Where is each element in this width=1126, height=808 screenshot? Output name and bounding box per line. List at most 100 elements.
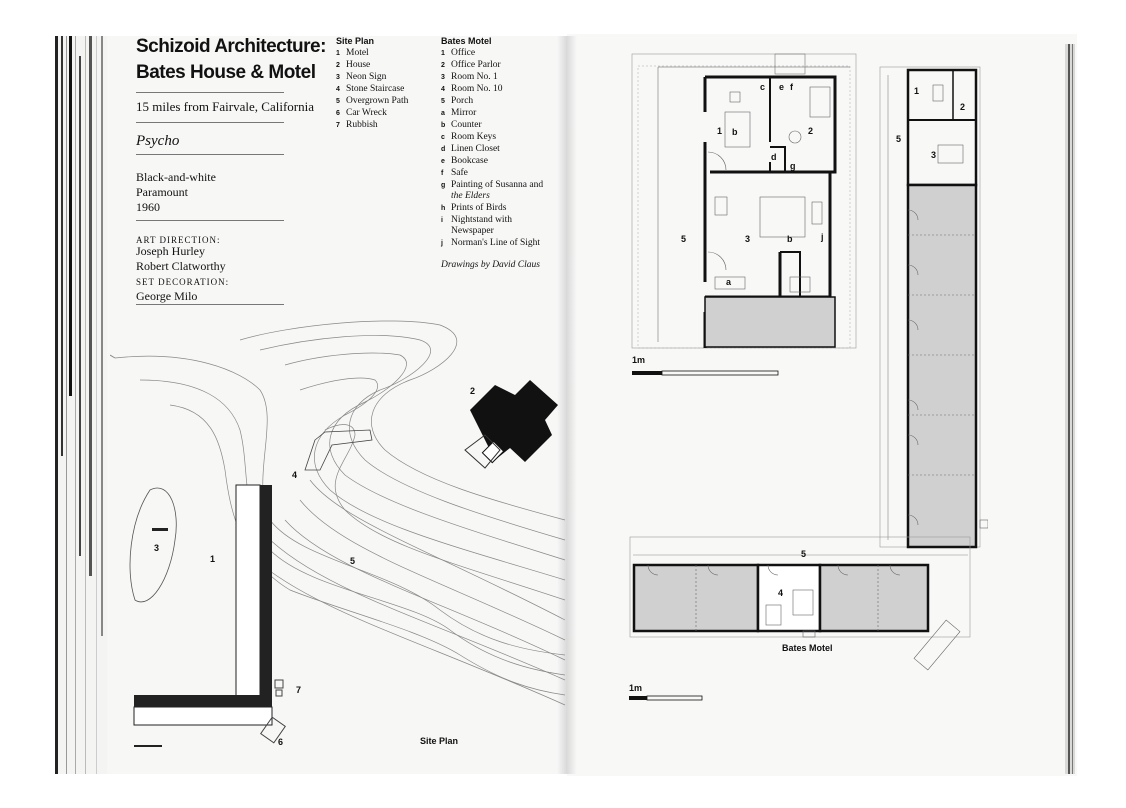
divider bbox=[136, 122, 284, 123]
item-label: House bbox=[346, 60, 371, 70]
bates-motel-caption: Bates Motel bbox=[782, 643, 833, 653]
item-number: 2 bbox=[441, 62, 445, 69]
list-item: 1 Motel bbox=[336, 47, 369, 60]
item-label: Safe bbox=[451, 168, 468, 178]
scale-label: 1m bbox=[632, 355, 646, 365]
site-label: 6 bbox=[278, 737, 284, 747]
film-format: Black-and-white bbox=[136, 170, 216, 184]
item-number: 5 bbox=[336, 98, 340, 105]
item-number: 3 bbox=[336, 74, 340, 81]
plan-label: 2 bbox=[808, 126, 814, 136]
item-number: i bbox=[441, 217, 443, 224]
plan-label: 5 bbox=[896, 134, 902, 144]
item-label: Counter bbox=[451, 120, 482, 130]
location-text: 15 miles from Fairvale, California bbox=[136, 99, 314, 114]
item-number: 4 bbox=[336, 86, 340, 93]
art-direction-label: ART DIRECTION: bbox=[136, 235, 221, 245]
item-label: Overgrown Path bbox=[346, 96, 409, 106]
item-label: Bookcase bbox=[451, 156, 488, 166]
list-item: h Prints of Birds bbox=[441, 202, 506, 215]
item-number: 3 bbox=[441, 74, 445, 81]
site-plan-drawing bbox=[110, 320, 566, 747]
item-label: Neon Sign bbox=[346, 72, 387, 82]
plan-label: g bbox=[790, 161, 796, 171]
item-label: Porch bbox=[451, 96, 474, 106]
plan-label: a bbox=[726, 277, 732, 287]
item-number: 2 bbox=[336, 62, 340, 69]
film-title: Psycho bbox=[136, 133, 180, 149]
item-label: Linen Closet bbox=[451, 144, 500, 154]
list-item: 2 Office Parlor bbox=[441, 59, 501, 72]
plan-label: j bbox=[821, 232, 824, 242]
plan-label: 4 bbox=[778, 588, 784, 598]
list-item: g Painting of Susanna and bbox=[441, 179, 543, 192]
list-item: b Counter bbox=[441, 119, 482, 132]
item-number: a bbox=[441, 110, 445, 117]
title-line-1: Schizoid Architecture: bbox=[136, 36, 326, 57]
item-label: Nightstand with bbox=[451, 215, 512, 225]
item-label: the Elders bbox=[451, 191, 490, 201]
site-label: 2 bbox=[470, 386, 476, 396]
plan-label: f bbox=[790, 82, 793, 92]
item-label: Newspaper bbox=[451, 226, 494, 236]
item-number: g bbox=[441, 182, 446, 189]
scale-label: 1m bbox=[629, 683, 643, 693]
plan-label: 1 bbox=[914, 86, 920, 96]
year: 1960 bbox=[136, 200, 160, 214]
list-item: the Elders bbox=[441, 190, 490, 202]
list-item: a Mirror bbox=[441, 107, 476, 120]
site-label: 7 bbox=[296, 685, 302, 695]
divider bbox=[136, 92, 284, 93]
plan-label: 1 bbox=[717, 126, 723, 136]
scale-bar bbox=[632, 370, 779, 376]
plan-label: 3 bbox=[931, 150, 937, 160]
item-number: b bbox=[441, 122, 446, 129]
divider bbox=[136, 220, 284, 221]
art-director: Robert Clatworthy bbox=[136, 259, 226, 273]
scale-bar bbox=[629, 695, 703, 701]
page-edges-right bbox=[1065, 44, 1075, 774]
item-label: Norman's Line of Sight bbox=[451, 238, 541, 248]
list-item: i Nightstand with bbox=[441, 214, 512, 227]
item-label: Motel bbox=[346, 48, 369, 58]
plan-label: 2 bbox=[960, 102, 966, 112]
list-item: 5 Porch bbox=[441, 95, 473, 108]
item-number: f bbox=[441, 170, 444, 177]
plan-label: d bbox=[771, 152, 777, 162]
item-label: Mirror bbox=[451, 108, 477, 118]
item-number: e bbox=[441, 158, 445, 165]
item-label: Prints of Birds bbox=[451, 203, 507, 213]
art-director: Joseph Hurley bbox=[136, 244, 205, 258]
set-decorator: George Milo bbox=[136, 289, 198, 303]
page-edges-left bbox=[55, 36, 107, 774]
item-label: Painting of Susanna and bbox=[451, 180, 544, 190]
divider bbox=[136, 304, 284, 305]
item-number: 1 bbox=[441, 50, 445, 57]
item-label: Office Parlor bbox=[451, 60, 501, 70]
plan-label: c bbox=[760, 82, 766, 92]
list-item: Newspaper bbox=[441, 225, 494, 237]
list-item: 4 Stone Staircase bbox=[336, 83, 404, 96]
site-label: 4 bbox=[292, 470, 298, 480]
item-number: 4 bbox=[441, 86, 445, 93]
plan-label: e bbox=[779, 82, 785, 92]
plan-label: b bbox=[732, 127, 738, 137]
item-number: d bbox=[441, 146, 446, 153]
item-number: h bbox=[441, 205, 446, 212]
studio: Paramount bbox=[136, 185, 188, 199]
site-label: 1 bbox=[210, 554, 216, 564]
item-label: Stone Staircase bbox=[346, 84, 405, 94]
item-number: 5 bbox=[441, 98, 445, 105]
item-label: Room No. 1 bbox=[451, 72, 498, 82]
item-label: Office bbox=[451, 48, 476, 58]
drawings-credit: Drawings by David Claus bbox=[441, 260, 540, 270]
gutter-shadow bbox=[557, 36, 577, 774]
item-number: 1 bbox=[336, 50, 340, 57]
title-line-2: Bates House & Motel bbox=[136, 62, 316, 83]
plan-label: 3 bbox=[745, 234, 751, 244]
